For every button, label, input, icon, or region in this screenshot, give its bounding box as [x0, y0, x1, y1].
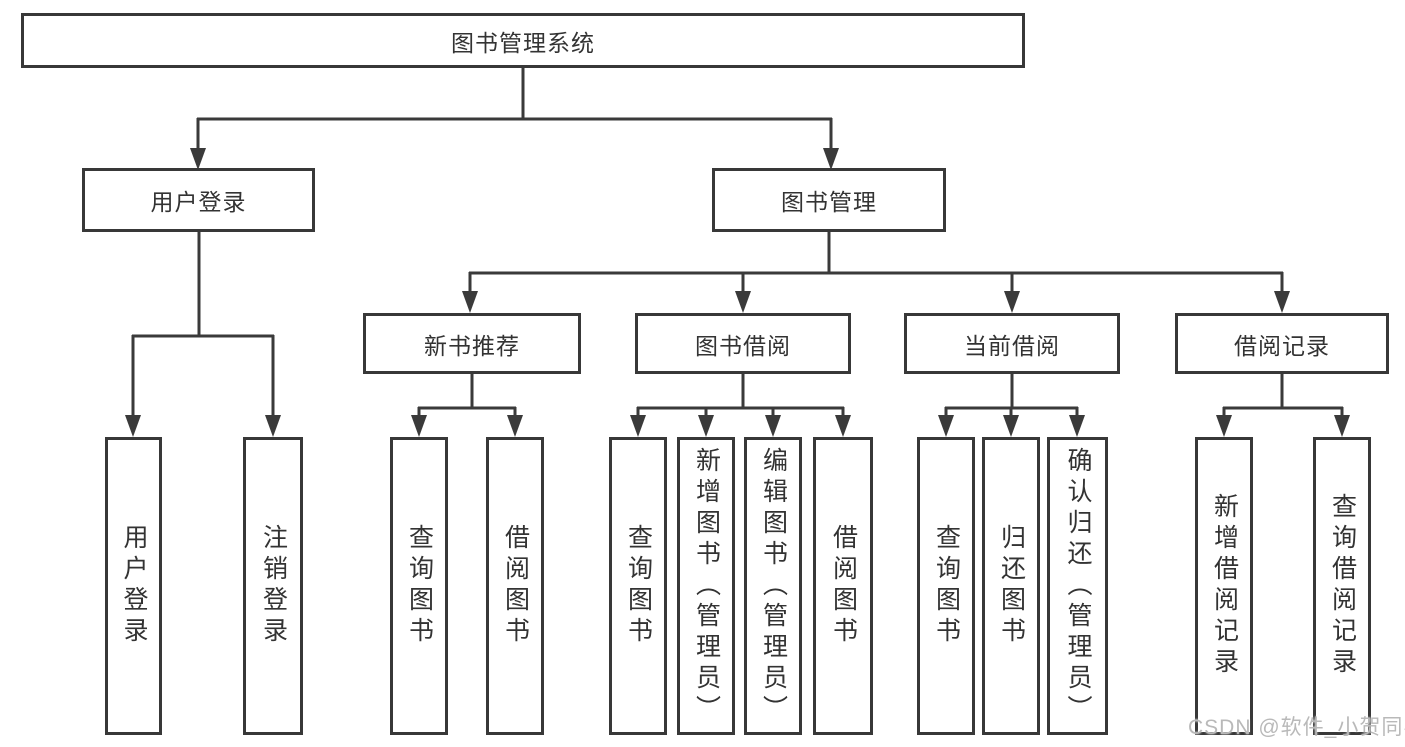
node-label: 查询借阅记录: [1328, 493, 1357, 679]
leaf-query-borrow-record: 查询借阅记录: [1313, 437, 1371, 735]
leaf-query-books-recommend: 查询图书: [390, 437, 448, 735]
node-new-book-recommendation: 新书推荐: [363, 313, 581, 374]
node-label: 借阅记录: [1234, 332, 1330, 359]
node-label: 借阅图书: [829, 524, 858, 648]
edges-new-book-recommendation: [411, 372, 523, 437]
node-label: 注销登录: [259, 524, 288, 648]
edges-current-borrowing: [938, 372, 1085, 437]
node-label: 查询图书: [932, 524, 961, 648]
leaf-add-borrow-record: 新增借阅记录: [1195, 437, 1253, 735]
edges-book-borrowing: [630, 372, 851, 437]
leaf-confirm-return-admin: 确认归还（管理员）: [1047, 437, 1108, 735]
leaf-query-books-current: 查询图书: [917, 437, 975, 735]
node-label: 图书管理系统: [451, 29, 595, 56]
node-label: 图书管理: [781, 189, 877, 215]
node-label: 图书借阅: [695, 332, 791, 359]
leaf-query-books-borrowing: 查询图书: [609, 437, 667, 735]
node-label: 用户登录: [150, 189, 247, 215]
node-label: 确认归还（管理员）: [1064, 446, 1092, 726]
node-label: 查询图书: [405, 524, 434, 648]
edges-user-login: [125, 230, 281, 437]
node-borrowing-records: 借阅记录: [1175, 313, 1389, 374]
edges-book-management: [462, 230, 1290, 313]
node-current-borrowing: 当前借阅: [904, 313, 1120, 374]
node-label: 新增图书（管理员）: [692, 446, 721, 726]
leaf-user-login: 用户登录: [105, 437, 162, 735]
csdn-watermark: CSDN @软件_小贺同学: [1188, 716, 1405, 739]
node-label: 编辑图书（管理员）: [759, 446, 788, 726]
leaf-logout: 注销登录: [243, 437, 303, 735]
node-label: 归还图书: [997, 524, 1026, 648]
node-user-login: 用户登录: [82, 168, 315, 232]
node-label: 当前借阅: [964, 332, 1060, 359]
node-book-borrowing: 图书借阅: [635, 313, 851, 374]
leaf-return-books: 归还图书: [982, 437, 1040, 735]
edges-root: [190, 66, 839, 170]
leaf-add-books-admin: 新增图书（管理员）: [677, 437, 735, 735]
leaf-edit-books-admin: 编辑图书（管理员）: [744, 437, 802, 735]
node-book-management: 图书管理: [712, 168, 946, 232]
leaf-borrow-books-recommend: 借阅图书: [486, 437, 544, 735]
node-label: 新增借阅记录: [1210, 493, 1239, 679]
node-label: 新书推荐: [424, 332, 520, 359]
node-label: 借阅图书: [501, 524, 530, 648]
leaf-borrow-books: 借阅图书: [813, 437, 873, 735]
edges-borrowing-records: [1216, 372, 1350, 437]
node-label: 查询图书: [624, 524, 653, 648]
node-label: 用户登录: [120, 524, 148, 648]
node-library-management-system: 图书管理系统: [21, 13, 1025, 68]
